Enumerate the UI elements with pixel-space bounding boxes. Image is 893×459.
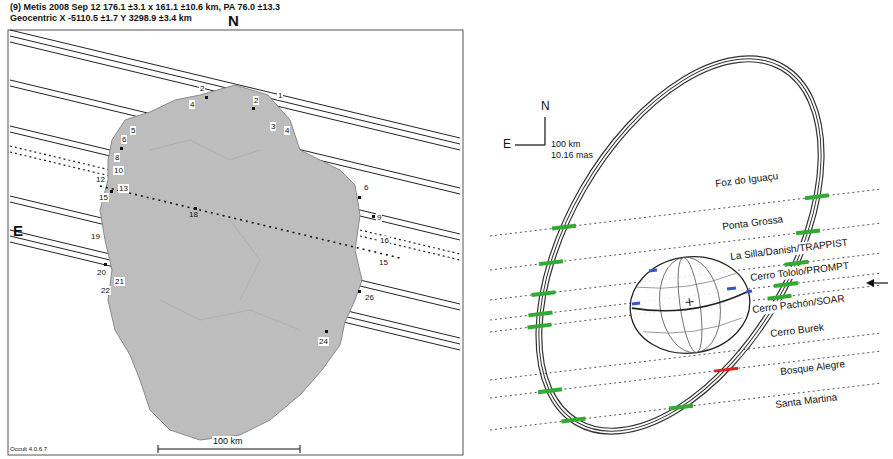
detection-mark xyxy=(552,226,576,229)
callout-number: 21 xyxy=(114,277,125,286)
station-name: Cerro Burek xyxy=(769,321,826,339)
callout-number: 6 xyxy=(363,183,369,192)
header-text: Geocentric X -5110.5 ±1.7 Y 3298.9 ±3.4 … xyxy=(10,13,192,23)
asteroid-shape xyxy=(100,85,362,440)
orientation-axes xyxy=(515,117,545,145)
callout-number: 2 xyxy=(253,96,259,105)
callout-number: 15 xyxy=(98,193,109,202)
callout-number: 16 xyxy=(379,236,390,245)
motion-arrow xyxy=(866,279,888,287)
station-name: Foz do Iguaçu xyxy=(714,170,780,189)
east-label: E xyxy=(503,138,511,152)
north-label: N xyxy=(228,12,239,29)
detection-mark xyxy=(805,195,829,198)
station-name: La Silla/Danish/TRAPPIST xyxy=(729,236,850,262)
callout-number: 22 xyxy=(100,286,111,295)
detection-mark xyxy=(529,313,553,316)
callout-number: 19 xyxy=(90,232,101,241)
body-limb-marks xyxy=(632,270,752,304)
station-name: Bosque Alegre xyxy=(779,358,847,378)
callout-number: 13 xyxy=(118,184,129,193)
callout-number: 20 xyxy=(96,268,107,277)
callout-number: 3 xyxy=(270,122,276,131)
callout-number: 5 xyxy=(130,126,136,135)
detection-mark xyxy=(796,230,820,233)
detection-mark xyxy=(528,325,552,328)
callout-number: 6 xyxy=(121,135,127,144)
callout-number: 2 xyxy=(199,84,205,93)
station-chord xyxy=(490,383,880,430)
detection-mark xyxy=(669,406,693,409)
station-name: Cerro Pachón/SOAR xyxy=(751,293,847,316)
detection-mark xyxy=(768,296,792,299)
chord-markers xyxy=(104,96,375,333)
panel-frame xyxy=(8,30,463,455)
north-label: N xyxy=(541,100,550,114)
callout-number: 15 xyxy=(378,258,389,267)
shape-facets xyxy=(150,140,300,330)
station-name: Ponta Grossa xyxy=(721,213,785,232)
detection-mark xyxy=(532,292,556,295)
scale-label: 100 km xyxy=(551,139,581,149)
detection-mark xyxy=(562,419,586,422)
scale-label: 10.16 mas xyxy=(551,150,593,160)
callout-number: 24 xyxy=(318,337,329,346)
body-globe xyxy=(624,249,756,361)
software-label: Occult 4.0.6.7 xyxy=(10,446,47,453)
callout-number: 8 xyxy=(114,153,120,162)
callout-number: 18 xyxy=(188,210,199,219)
detection-mark xyxy=(538,389,562,392)
detection-mark xyxy=(714,368,738,371)
station-chord xyxy=(490,189,880,236)
callout-number: 1 xyxy=(277,91,283,100)
callout-number: 4 xyxy=(284,126,290,135)
callout-number: 12 xyxy=(95,175,106,184)
station-name: Santa Martina xyxy=(774,391,839,410)
central-chord xyxy=(100,186,400,258)
callout-number: 9 xyxy=(376,213,382,222)
station-chord xyxy=(490,351,880,398)
detection-mark xyxy=(774,283,798,286)
callout-number: 26 xyxy=(364,293,375,302)
scale-label: 100 km xyxy=(212,436,244,446)
callout-number: 10 xyxy=(113,166,124,175)
ring-system xyxy=(476,7,883,459)
callout-number: 4 xyxy=(189,100,195,109)
detection-mark xyxy=(539,261,563,264)
east-label: E xyxy=(13,222,23,239)
header-text: (9) Metis 2008 Sep 12 176.1 ±3.1 x 161.1… xyxy=(10,2,280,12)
